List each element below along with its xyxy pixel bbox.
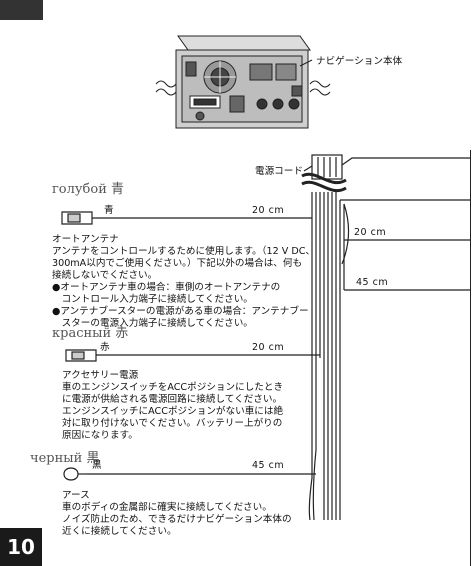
ru-label-blue: голубой 青	[52, 182, 125, 197]
wire-black	[63, 467, 316, 481]
navigation-unit-illustration	[155, 35, 331, 129]
page-edge-line	[470, 150, 471, 566]
wire-blue	[61, 211, 312, 225]
length-blue: 20 cm	[252, 205, 285, 216]
jp-color-blue: 青	[104, 205, 114, 216]
corner-tab	[0, 0, 43, 20]
desc-blue: オートアンテナ アンテナをコントロールするために使用します。（12 V DC、 …	[52, 234, 316, 329]
length-red: 20 cm	[252, 342, 285, 353]
desc-red: アクセサリー電源 車のエンジンスイッチをACCポジションにしたとき に電源が供給…	[62, 370, 284, 441]
desc-black: アース 車のボディの金属部に確実に接続してください。 ノイズ防止のため、できるだ…	[62, 490, 292, 537]
power-cord-label: 電源コード	[255, 166, 303, 177]
jp-color-black: 黒	[92, 460, 102, 471]
navi-unit-label: ナビゲーション本体	[316, 56, 403, 67]
power-cord-bundle	[301, 154, 470, 521]
ru-label-red: красный 赤	[52, 326, 129, 341]
wire-red	[65, 349, 320, 362]
page-number: 10	[0, 528, 42, 566]
branch-length-1: 20 cm	[354, 227, 387, 238]
length-black: 45 cm	[252, 460, 285, 471]
branch-length-2: 45 cm	[356, 277, 389, 288]
ru-label-black: черный 黒	[30, 451, 100, 466]
jp-color-red: 赤	[100, 342, 110, 353]
